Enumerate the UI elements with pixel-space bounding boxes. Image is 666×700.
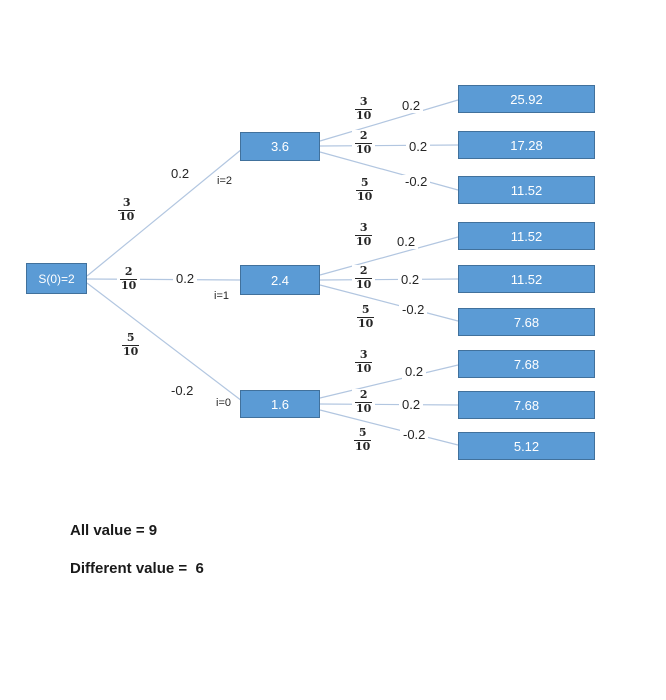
- probability-fraction-branch-1: 2 10: [117, 265, 141, 293]
- fraction-numerator: 5: [126, 331, 135, 344]
- leaf-box-7: 7.68: [458, 391, 595, 419]
- fraction-denominator: 10: [356, 189, 374, 203]
- fraction-denominator: 10: [354, 439, 372, 453]
- fraction-denominator: 10: [122, 344, 140, 358]
- fraction-denominator: 10: [357, 316, 375, 330]
- probability-fraction-leaf-8: 5 10: [351, 426, 375, 454]
- rate-label-leaf-5: -0.2: [399, 302, 428, 318]
- fraction-numerator: 3: [122, 196, 131, 209]
- index-label-i2: i=2: [215, 175, 234, 188]
- fraction-denominator: 10: [355, 277, 373, 291]
- node-box-i1: 2.4: [240, 265, 320, 295]
- rate-label-leaf-2: -0.2: [402, 174, 431, 190]
- probability-fraction-leaf-0: 3 10: [352, 95, 376, 123]
- fraction-denominator: 10: [120, 278, 138, 292]
- fraction-numerator: 3: [359, 348, 368, 361]
- leaf-box-8: 5.12: [458, 432, 595, 460]
- rate-label-leaf-8: -0.2: [400, 427, 429, 443]
- node-box-i2: 3.6: [240, 132, 320, 161]
- edge-i0-leaf7: [319, 403, 459, 406]
- leaf-box-4: 11.52: [458, 265, 595, 293]
- fraction-numerator: 3: [359, 95, 368, 108]
- all-value-text: All value = 9: [70, 522, 158, 539]
- probability-fraction-leaf-7: 2 10: [352, 388, 376, 416]
- edge-root-i1: [86, 278, 241, 281]
- probability-fraction-leaf-1: 2 10: [352, 129, 376, 157]
- rate-label-leaf-3: 0.2: [394, 234, 419, 250]
- rate-label-branch-1: 0.2: [173, 271, 198, 287]
- edge-i2-leaf0: [319, 99, 459, 142]
- leaf-box-0: 25.92: [458, 85, 595, 113]
- fraction-numerator: 5: [361, 303, 370, 316]
- fraction-denominator: 10: [355, 142, 373, 156]
- leaf-box-2: 11.52: [458, 176, 595, 204]
- different-value-text: Different value = 6: [70, 560, 204, 577]
- fraction-numerator: 5: [358, 426, 367, 439]
- index-label-i1: i=1: [212, 290, 231, 303]
- probability-fraction-leaf-3: 3 10: [352, 221, 376, 249]
- leaf-box-6: 7.68: [458, 350, 595, 378]
- fraction-denominator: 10: [118, 209, 136, 223]
- probability-fraction-branch-2: 5 10: [119, 331, 143, 359]
- edge-i2-leaf1: [319, 144, 459, 147]
- edge-i1-leaf5: [319, 284, 459, 322]
- edge-i0-leaf8: [319, 409, 459, 446]
- fraction-numerator: 2: [359, 129, 368, 142]
- probability-fraction-leaf-4: 2 10: [352, 264, 376, 292]
- leaf-box-3: 11.52: [458, 222, 595, 250]
- leaf-box-1: 17.28: [458, 131, 595, 159]
- fraction-denominator: 10: [355, 361, 373, 375]
- fraction-numerator: 2: [359, 264, 368, 277]
- edge-i0-leaf6: [319, 364, 459, 399]
- edge-i2-leaf2: [319, 151, 459, 191]
- rate-label-leaf-1: 0.2: [406, 139, 431, 155]
- edge-i1-leaf4: [319, 278, 459, 281]
- fraction-numerator: 3: [359, 221, 368, 234]
- fraction-numerator: 2: [359, 388, 368, 401]
- rate-label-leaf-7: 0.2: [399, 397, 424, 413]
- rate-label-branch-2: -0.2: [168, 383, 197, 399]
- node-box-i0: 1.6: [240, 390, 320, 418]
- fraction-denominator: 10: [355, 234, 373, 248]
- root-node-box: S(0)=2: [26, 263, 87, 294]
- fraction-numerator: 5: [360, 176, 369, 189]
- rate-label-leaf-0: 0.2: [399, 98, 424, 114]
- edge-root-i2: [86, 148, 243, 277]
- probability-fraction-branch-0: 3 10: [115, 196, 139, 224]
- rate-label-branch-0: 0.2: [168, 166, 193, 182]
- fraction-denominator: 10: [355, 401, 373, 415]
- probability-fraction-leaf-2: 5 10: [353, 176, 377, 204]
- leaf-box-5: 7.68: [458, 308, 595, 336]
- edge-root-i0: [86, 282, 243, 402]
- fraction-denominator: 10: [355, 108, 373, 122]
- edge-i1-leaf3: [319, 236, 459, 276]
- probability-fraction-leaf-5: 5 10: [354, 303, 378, 331]
- fraction-numerator: 2: [124, 265, 133, 278]
- probability-fraction-leaf-6: 3 10: [352, 348, 376, 376]
- rate-label-leaf-6: 0.2: [402, 364, 427, 380]
- rate-label-leaf-4: 0.2: [398, 272, 423, 288]
- index-label-i0: i=0: [214, 397, 233, 410]
